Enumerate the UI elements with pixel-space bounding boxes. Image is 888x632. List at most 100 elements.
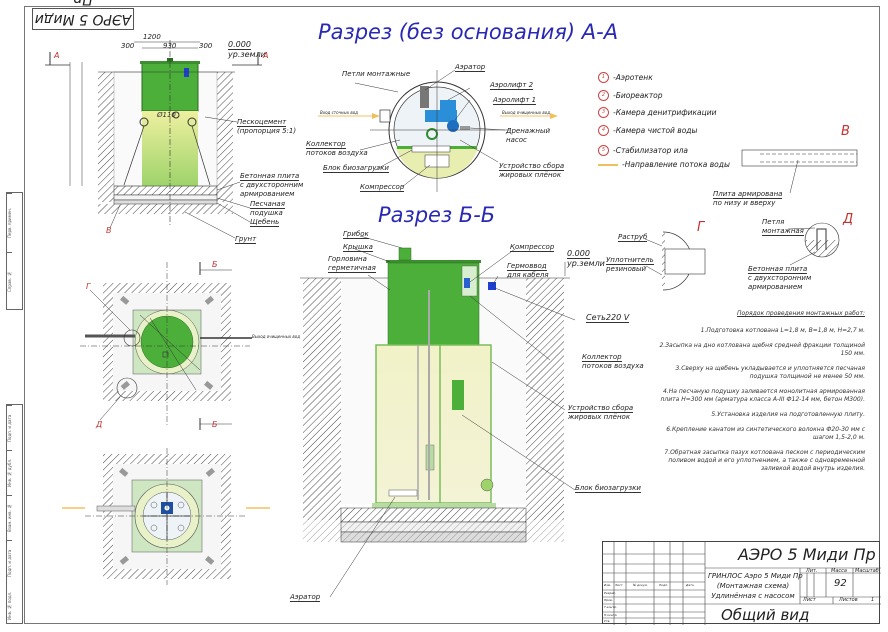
- product-desc: (Монтажная схема): [716, 582, 790, 590]
- view-title: Общий вид: [721, 606, 810, 624]
- label-slab-reinforced: по низу и вверху: [713, 199, 776, 207]
- label-compressor: Компрессор: [510, 243, 555, 252]
- instruction-step: 6.Крепление канатом из синтетического во…: [666, 426, 865, 441]
- label-loop: Петля: [762, 218, 785, 226]
- label-sand-cushion: подушка: [250, 209, 283, 217]
- label-vent: Грибок: [343, 230, 369, 239]
- detail-g-marker: Г: [697, 220, 705, 235]
- section-bb: [300, 247, 570, 543]
- label-sand-cushion: Песчаная: [250, 200, 285, 209]
- legend-item: 3 -Камера денитрификации: [598, 107, 717, 118]
- detail-d-marker: Д: [843, 212, 854, 227]
- label-lid: Крышка: [343, 243, 373, 252]
- instructions-title: Порядок проведения монтажных работ:: [737, 310, 865, 317]
- legend-label: -Биореактор: [613, 91, 663, 100]
- col-header: Лист: [615, 583, 623, 587]
- section-marker-a: А: [263, 51, 269, 60]
- label-loop: монтажная: [762, 227, 804, 236]
- col-header: № докум.: [633, 583, 648, 587]
- side-stamp-top: Перв. примен. Справ. №: [6, 192, 23, 311]
- row-label: Разраб.: [604, 591, 616, 595]
- label-fat-device: жировых плёнок: [499, 171, 562, 179]
- label-concrete-slab: армированием: [240, 190, 295, 198]
- label-drain-pump: насос: [506, 136, 527, 144]
- label-drain-pump: Дренажный: [506, 127, 551, 135]
- label-airlift-1: Аэролифт 1: [493, 96, 537, 105]
- label-fat-device: Устройство сбора: [499, 162, 565, 171]
- legend-label: -Аэротенк: [613, 73, 653, 82]
- dim-label: 1200: [143, 33, 161, 41]
- label-neck: герметичная: [328, 264, 376, 273]
- instructions: Порядок проведения монтажных работ: 1.По…: [650, 310, 865, 480]
- section-marker-b: Б: [212, 420, 218, 429]
- label-socket: Раструб: [618, 233, 648, 242]
- product-desc: Удлинённая с насосом: [711, 592, 795, 600]
- left-elevation: [45, 40, 262, 225]
- lit-label: Лит.: [806, 568, 818, 574]
- dim-label: 300: [121, 42, 135, 50]
- label-concrete-slab: армированием: [748, 283, 803, 291]
- detail-marker-d: Д: [96, 420, 103, 429]
- label-air-collector: потоков воздуха: [306, 149, 368, 157]
- label-outlet: Выход очищенных вод: [502, 110, 550, 115]
- legend-label: -Камера денитрификации: [613, 108, 717, 117]
- detail-v-marker: В: [841, 124, 850, 139]
- label-loops: Петли монтажные: [342, 70, 411, 78]
- label-gravel: Щебень: [250, 218, 280, 227]
- label-concrete-slab: Бетонная плита: [748, 265, 808, 274]
- side-stamp-bottom: Подп. и дата Инв. № дубл. Взам. инв. № П…: [6, 404, 23, 624]
- label-air-collector: Коллектор: [582, 353, 622, 362]
- top-plan: [80, 262, 252, 430]
- bottom-plan: [62, 448, 270, 585]
- instruction-step: 3.Сверху на щебень укладывается и уплотн…: [675, 365, 865, 380]
- label-seal: резиновый: [606, 265, 647, 273]
- detail-marker-g: Г: [86, 282, 91, 291]
- label-neck: Горловина: [328, 255, 367, 263]
- legend-item: 4-Камера чистой воды: [598, 125, 697, 136]
- instruction-step: 2.Засыпка на дно котлована щебня средней…: [659, 342, 865, 357]
- legend-number: 5: [598, 145, 609, 156]
- label-aerator: Аэратор: [290, 593, 321, 602]
- label-cable-gland: для кабеля: [507, 271, 549, 279]
- legend-item: 5-Стабилизатор ила: [598, 145, 688, 156]
- label-aerator: Аэратор: [455, 63, 486, 72]
- sheets-value: 1: [871, 597, 875, 603]
- col-header: Подп.: [659, 583, 669, 587]
- flow-arrow-icon: [598, 163, 618, 166]
- ground-level-label: ур.земли: [228, 50, 266, 59]
- label-concrete-slab: с двухсторонним: [240, 181, 304, 189]
- row-label: Утв.: [604, 619, 611, 623]
- dim-label: 930: [163, 42, 177, 50]
- mass-label: Масса: [831, 568, 847, 574]
- label-power: Сеть220 V: [586, 313, 630, 323]
- dim-label: 300: [199, 42, 213, 50]
- col-header: Изм.: [604, 583, 612, 587]
- label-airlift-2: Аэролифт 2: [490, 81, 534, 90]
- label-slab-reinforced: Плита армирована: [713, 190, 783, 199]
- label-inlet: Вход сточных вод: [320, 110, 358, 115]
- section-marker-b: Б: [212, 260, 218, 269]
- label-bio-block: Блок биозагрузки: [575, 484, 641, 493]
- legend-number: 3: [598, 107, 609, 118]
- section-marker-a: А: [54, 51, 60, 60]
- legend-number: 1: [598, 72, 609, 83]
- title-block: АЭРО 5 Миди Пр ГРИНЛОС Аэро 5 Миди Пр (М…: [602, 541, 881, 625]
- mass-value: 92: [834, 578, 847, 589]
- legend-label: -Камера чистой воды: [613, 126, 698, 135]
- label-fat-device: Устройство сбора: [568, 404, 634, 413]
- label-bio-block: Блок биозагрузки: [323, 164, 389, 173]
- label-fat-device: жировых плёнок: [568, 413, 631, 421]
- label-air-collector: Коллектор: [306, 140, 346, 149]
- aa-leaders: [354, 69, 506, 188]
- bb-leaders: [329, 235, 576, 598]
- sheets-label: Листов: [839, 597, 858, 603]
- label-air-collector: потоков воздуха: [582, 362, 644, 370]
- sheet-label: Лист: [803, 597, 816, 603]
- label-seal: Уплотнитель: [606, 256, 654, 265]
- col-header: Дата: [686, 583, 694, 587]
- label-compressor: Компрессор: [360, 183, 405, 192]
- row-label: Пров.: [604, 598, 613, 602]
- title-block-grid: [603, 542, 881, 625]
- section-aa-title: Разрез (без основания) А-А: [318, 20, 619, 44]
